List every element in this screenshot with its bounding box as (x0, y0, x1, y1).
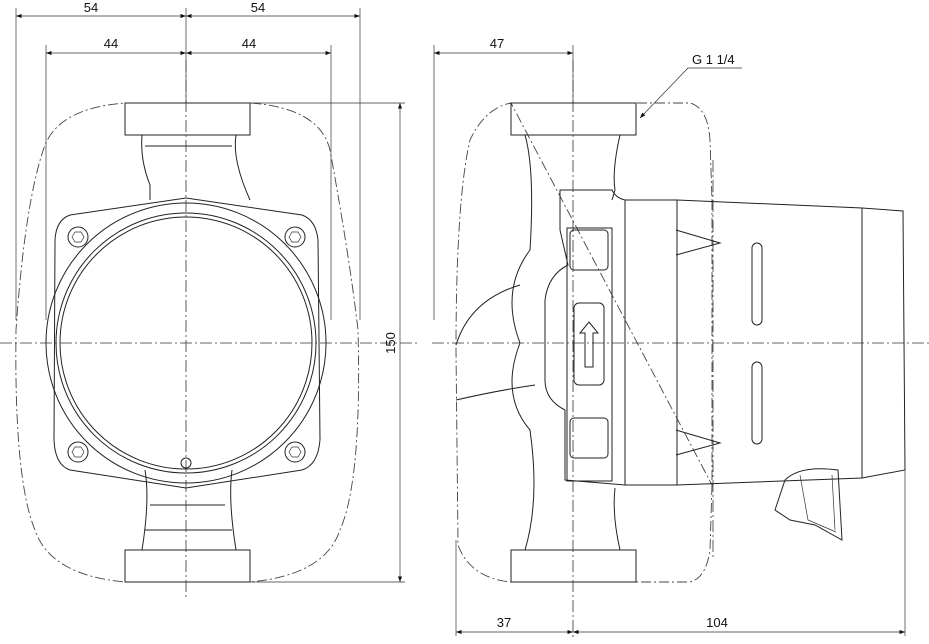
dim-inner-right: 44 (242, 36, 256, 51)
side-bottom-flange (510, 549, 637, 583)
side-outline-envelope (455, 102, 713, 583)
motor-end-cap (861, 207, 906, 479)
dim-inner-left: 44 (104, 36, 118, 51)
arrow-up-icon (578, 321, 600, 368)
dim-outer-left: 54 (84, 0, 98, 15)
front-top-flange (124, 102, 251, 136)
side-dimensions: 47 37 104 G 1 1/4 (433, 36, 906, 636)
dim-side-bottom-left: 37 (497, 615, 511, 630)
side-view (432, 60, 929, 640)
side-pump-body (544, 189, 626, 486)
front-dimensions: 54 54 44 44 150 (15, 0, 405, 583)
front-view (0, 60, 420, 600)
front-mounting-plate (53, 197, 321, 489)
thread-label: G 1 1/4 (692, 52, 735, 67)
dim-side-top: 47 (490, 36, 504, 51)
dim-height: 150 (383, 332, 398, 354)
front-outline-envelope (15, 102, 360, 583)
side-top-flange (510, 102, 637, 136)
dim-outer-right: 54 (251, 0, 265, 15)
cable-connector (774, 468, 843, 541)
front-bottom-flange (124, 549, 251, 583)
flow-direction-arrow-box (573, 302, 605, 386)
dim-side-bottom-right: 104 (706, 615, 728, 630)
